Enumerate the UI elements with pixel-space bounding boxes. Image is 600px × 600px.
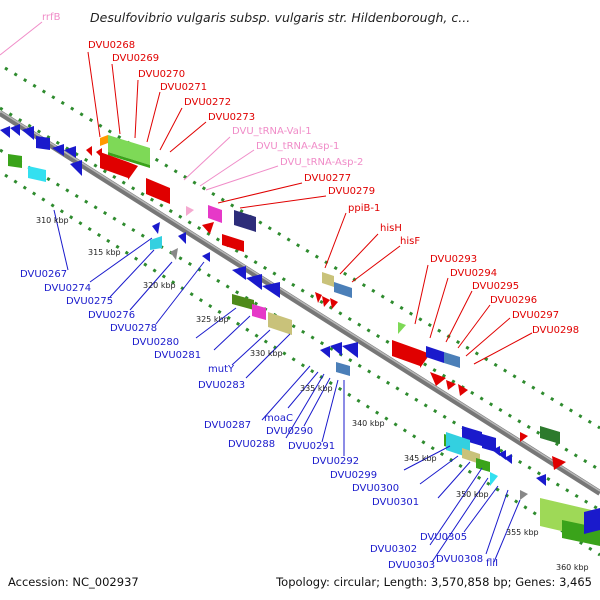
- scale-label: 340 kbp: [352, 419, 385, 428]
- gene-label[interactable]: DVU0288: [228, 439, 275, 450]
- trna-label[interactable]: DVU_tRNA-Asp-1: [256, 141, 339, 152]
- gene-label[interactable]: DVU0298: [532, 325, 579, 336]
- gene-label[interactable]: mutY: [208, 364, 235, 375]
- genome-backbone: [0, 110, 600, 496]
- gene-label[interactable]: DVU0280: [132, 337, 179, 348]
- gene-label[interactable]: DVU0275: [66, 296, 113, 307]
- trna-label[interactable]: DVU_tRNA-Val-1: [232, 126, 312, 137]
- gene-label[interactable]: DVU0290: [266, 426, 313, 437]
- trna-label[interactable]: DVU_tRNA-Asp-2: [280, 157, 363, 168]
- gene-label[interactable]: DVU0271: [160, 82, 207, 93]
- scale-label: 345 kbp: [404, 454, 437, 463]
- gene-label[interactable]: DVU0274: [44, 283, 91, 294]
- gene-label[interactable]: DVU0308: [436, 554, 483, 565]
- gene-label[interactable]: DVU0299: [330, 470, 377, 481]
- topology-text: Topology: circular; Length: 3,570,858 bp…: [275, 575, 592, 589]
- scale-label: 335 kbp: [300, 384, 333, 393]
- scale-label: 320 kbp: [143, 281, 176, 290]
- rna-connectors: [183, 136, 279, 191]
- gene-label[interactable]: DVU0292: [312, 456, 359, 467]
- gene-label[interactable]: ppiB-1: [348, 203, 380, 214]
- gene-label[interactable]: DVU0295: [472, 281, 519, 292]
- gene-label[interactable]: DVU0273: [208, 112, 255, 123]
- gene-label[interactable]: DVU0278: [110, 323, 157, 334]
- gene-label[interactable]: DVU0279: [328, 186, 375, 197]
- gene-label[interactable]: DVU0305: [420, 532, 467, 543]
- forward-labels: DVU0268 DVU0269 DVU0270 DVU0271 DVU0272 …: [88, 40, 579, 336]
- gene-label[interactable]: DVU0303: [388, 560, 435, 571]
- gene-label[interactable]: DVU0287: [204, 420, 251, 431]
- gene-label[interactable]: DVU0277: [304, 173, 351, 184]
- gene-label[interactable]: DVU0283: [198, 380, 245, 391]
- gene-label[interactable]: hisH: [380, 223, 402, 234]
- gene-label[interactable]: DVU0300: [352, 483, 399, 494]
- gene-label[interactable]: DVU0296: [490, 295, 537, 306]
- gene-label[interactable]: DVU0270: [138, 69, 185, 80]
- gene-label[interactable]: DVU0291: [288, 441, 335, 452]
- gene-label[interactable]: DVU0294: [450, 268, 497, 279]
- rna-labels: DVU_tRNA-Val-1 DVU_tRNA-Asp-1 DVU_tRNA-A…: [232, 126, 363, 168]
- forward-features: [86, 135, 566, 470]
- gene-label[interactable]: DVU0268: [88, 40, 135, 51]
- scale-label: 325 kbp: [196, 315, 229, 324]
- gene-label[interactable]: DVU0301: [372, 497, 419, 508]
- scale-label: 360 kbp: [556, 563, 589, 572]
- gene-label[interactable]: DVU0276: [88, 310, 135, 321]
- gene-label[interactable]: DVU0267: [20, 269, 67, 280]
- gene-label[interactable]: DVU0281: [154, 350, 201, 361]
- scale-label: 310 kbp: [36, 216, 69, 225]
- gene-label[interactable]: DVU0293: [430, 254, 477, 265]
- reverse-labels: DVU0267 DVU0274 DVU0275 DVU0276 DVU0278 …: [20, 269, 498, 571]
- map-title: Desulfovibrio vulgaris subsp. vulgaris s…: [90, 10, 470, 25]
- gene-label[interactable]: moaC: [264, 413, 293, 424]
- gene-label[interactable]: DVU0297: [512, 310, 559, 321]
- gene-label[interactable]: fliI: [486, 558, 498, 569]
- gene-label[interactable]: DVU0269: [112, 53, 159, 64]
- reverse-features: [0, 124, 600, 546]
- gene-label-rrfB[interactable]: rrfB: [42, 12, 61, 23]
- gene-label[interactable]: hisF: [400, 236, 420, 247]
- accession-text: Accession: NC_002937: [8, 575, 139, 589]
- scale-label: 355 kbp: [506, 528, 539, 537]
- scale-label: 330 kbp: [250, 349, 283, 358]
- forward-connectors: [87, 51, 533, 365]
- gene-label[interactable]: DVU0272: [184, 97, 231, 108]
- gene-label[interactable]: DVU0302: [370, 544, 417, 555]
- scale-label: 350 kbp: [456, 490, 489, 499]
- scale-ticks: 310 kbp 315 kbp 320 kbp 325 kbp 330 kbp …: [36, 216, 589, 572]
- reverse-connectors: [53, 209, 521, 563]
- scale-label: 315 kbp: [88, 248, 121, 257]
